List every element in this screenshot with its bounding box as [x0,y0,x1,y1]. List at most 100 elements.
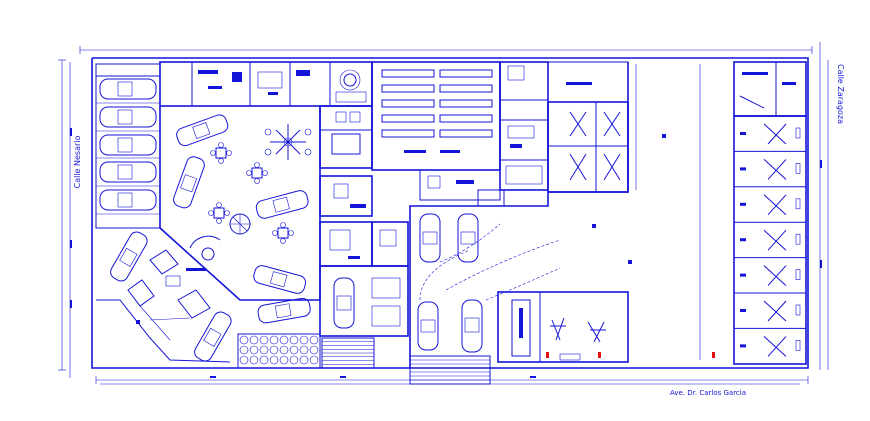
shrub [309,355,319,365]
bay-lift-arm [763,265,787,286]
bay-lift-arm [763,159,787,180]
bay-marker [740,202,746,206]
shrub [269,335,279,345]
left-parking [95,63,161,229]
display-car-6 [110,231,148,282]
vehicle-lift-6 [587,321,606,343]
entrance-structure [96,249,231,363]
spiral-stair [229,213,251,235]
shrub [249,345,259,355]
stairs-left [321,337,375,369]
storage-shelf [381,129,435,138]
shrub [279,345,289,355]
bay-lift-arm [763,194,787,216]
storage-shelf [439,129,493,138]
bay-post [795,127,801,139]
shrub [239,355,249,365]
shrub [239,335,249,345]
shrub [289,335,299,345]
bay-marker [740,309,746,312]
shrub [299,355,309,365]
site-boundary [58,42,829,385]
bay-lift-arm [763,229,787,251]
bay-marker [740,344,746,348]
reception-desk [186,235,221,271]
workshop-bays [547,61,629,206]
bay-lift-arm [763,123,787,145]
shrub [269,345,279,355]
shrub [309,345,319,355]
bay-post [795,304,801,316]
shrub [269,355,279,365]
bay-marker [740,273,746,277]
bay-lift-arm [767,336,787,357]
bay-post [795,198,801,210]
display-car-7 [194,311,232,362]
street-label-bottom: Ave. Dr. Carlos Garcia [670,389,746,397]
shrub [239,345,249,355]
workstation-cluster [264,124,312,160]
storage-shelf [439,99,493,108]
service-yard [409,62,701,368]
display-car-4 [253,265,307,294]
shrub [249,335,259,345]
street-label-right: Calle Zaragoza [836,64,845,124]
service-rooms [319,105,409,337]
parked-car-3 [99,134,157,156]
street-label-left: Calle Nesario [73,136,82,189]
yard-car-2 [457,213,479,263]
storage-shelf [381,84,435,93]
landscaping [237,333,321,369]
shrub [259,345,269,355]
yard-car-3 [417,301,439,351]
bay-post [795,163,801,174]
bay-marker [740,167,746,171]
shrub [309,335,319,345]
bay-lift-arm [763,300,787,322]
bay-marker [740,238,746,242]
shrub [289,345,299,355]
table-set-3 [272,222,294,244]
shrub [299,345,309,355]
table-set-1 [210,142,232,164]
vehicle-lift-2 [603,111,621,137]
bay-lift-arm [767,123,787,145]
bay-post [795,340,801,351]
bay-post [795,233,801,245]
storage-shelf [381,99,435,108]
bay-lift-arm [767,265,787,286]
display-car-2 [173,156,205,209]
display-car-1 [176,114,229,147]
shrub [279,335,289,345]
bay-lift-arm [767,159,787,180]
shrub [259,335,269,345]
shrub [289,355,299,365]
storage-shelf [439,69,493,78]
yard-car-1 [419,213,441,263]
shrub [279,355,289,365]
display-car-3 [255,190,309,219]
office-block-top-left [159,61,373,107]
bay-lift-arm [767,194,787,216]
vehicle-lift-5 [550,317,566,341]
storage-shelf [381,114,435,123]
service-car [333,277,355,329]
shrub [249,355,259,365]
yard-cars [417,213,561,353]
stairs-center [409,355,491,385]
shrub [299,335,309,345]
bay-marker [740,132,746,135]
vehicle-lift-1 [569,111,587,137]
office-block-center [419,61,549,207]
storage-shelf [439,84,493,93]
display-car-5 [257,297,311,324]
table-set-4 [208,202,230,224]
parts-storage [371,61,501,171]
dimension-markers [70,128,822,378]
vehicle-lift-3 [569,153,587,181]
bottom-workshop [497,291,715,363]
shrub [259,355,269,365]
parked-car-4 [99,161,157,183]
yard-car-4 [461,299,483,353]
